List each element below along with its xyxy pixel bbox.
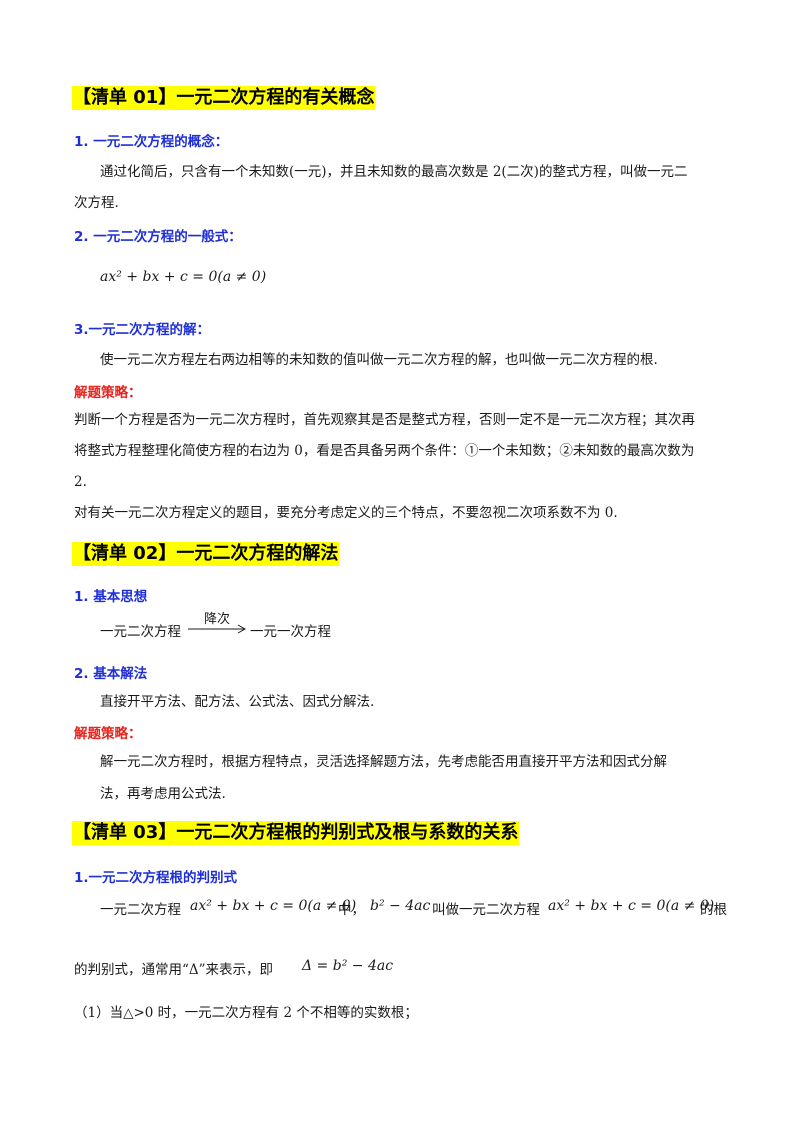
disc-formula-3: Δ = b² − 4ac bbox=[302, 958, 394, 974]
discriminant-expr: b² − 4ac bbox=[370, 898, 431, 914]
strategy-1-line2: 将整式方程整理化简使方程的右边为 0，看是否具备另两个条件：①一个未知数；②未知… bbox=[74, 443, 695, 459]
disc-line1-a: 一元二次方程 bbox=[100, 902, 181, 918]
flow-arrow-icon bbox=[188, 624, 247, 634]
strategy-2-line1: 解一元二次方程时，根据方程特点，灵活选择解题方法，先考虑能否用直接开平方法和因式… bbox=[100, 754, 667, 770]
concept-text-line1: 通过化简后，只含有一个未知数(一元)，并且未知数的最高次数是 2(二次)的整式方… bbox=[100, 164, 688, 180]
disc-line1-b: 中， bbox=[338, 902, 365, 918]
strategy-label-1: 解题策略： bbox=[74, 385, 142, 401]
case-1-text: （1）当△>0 时，一元二次方程有 2 个不相等的实数根； bbox=[74, 1005, 418, 1021]
section-02-title: 【清单 02】一元二次方程的解法 bbox=[72, 542, 340, 566]
flow-left: 一元二次方程 bbox=[100, 624, 181, 640]
strategy-1-line1: 判断一个方程是否为一元二次方程时，首先观察其是否是整式方程，否则一定不是一元二次… bbox=[74, 412, 695, 428]
disc-line2-a: 的判别式，通常用“Δ”来表示，即 bbox=[74, 962, 274, 978]
disc-formula-1: ax² + bx + c = 0(a ≠ 0) bbox=[190, 898, 357, 914]
disc-line1-c: 叫做一元二次方程 bbox=[432, 902, 540, 918]
concept-text-line2: 次方程. bbox=[74, 195, 119, 211]
flow-right: 一元一次方程 bbox=[250, 624, 331, 640]
strategy-1-line4: 对有关一元二次方程定义的题目，要充分考虑定义的三个特点，不要忽视二次项系数不为 … bbox=[74, 505, 618, 521]
flow-arrow-label: 降次 bbox=[204, 612, 231, 627]
basic-methods-heading: 2. 基本解法 bbox=[74, 666, 148, 682]
disc-formula-2: ax² + bx + c = 0(a ≠ 0) bbox=[548, 898, 715, 914]
section-03-title: 【清单 03】一元二次方程根的判别式及根与系数的关系 bbox=[72, 821, 520, 845]
concept-heading: 1. 一元二次方程的概念： bbox=[74, 134, 229, 150]
solution-heading: 3.一元二次方程的解： bbox=[74, 322, 211, 338]
general-form-formula: ax² + bx + c = 0(a ≠ 0) bbox=[100, 269, 267, 285]
basic-idea-heading: 1. 基本思想 bbox=[74, 589, 148, 605]
solution-text: 使一元二次方程左右两边相等的未知数的值叫做一元二次方程的解，也叫做一元二次方程的… bbox=[100, 352, 658, 368]
strategy-label-2: 解题策略： bbox=[74, 726, 142, 742]
general-form-heading: 2. 一元二次方程的一般式： bbox=[74, 229, 242, 245]
disc-line1-d: 的根 bbox=[700, 902, 727, 918]
strategy-1-line3: 2. bbox=[74, 474, 87, 490]
strategy-2-line2: 法，再考虑用公式法. bbox=[100, 786, 226, 802]
section-01-title: 【清单 01】一元二次方程的有关概念 bbox=[72, 86, 376, 110]
basic-methods-text: 直接开平方法、配方法、公式法、因式分解法. bbox=[100, 694, 375, 710]
discriminant-heading: 1.一元二次方程根的判别式 bbox=[74, 870, 238, 886]
